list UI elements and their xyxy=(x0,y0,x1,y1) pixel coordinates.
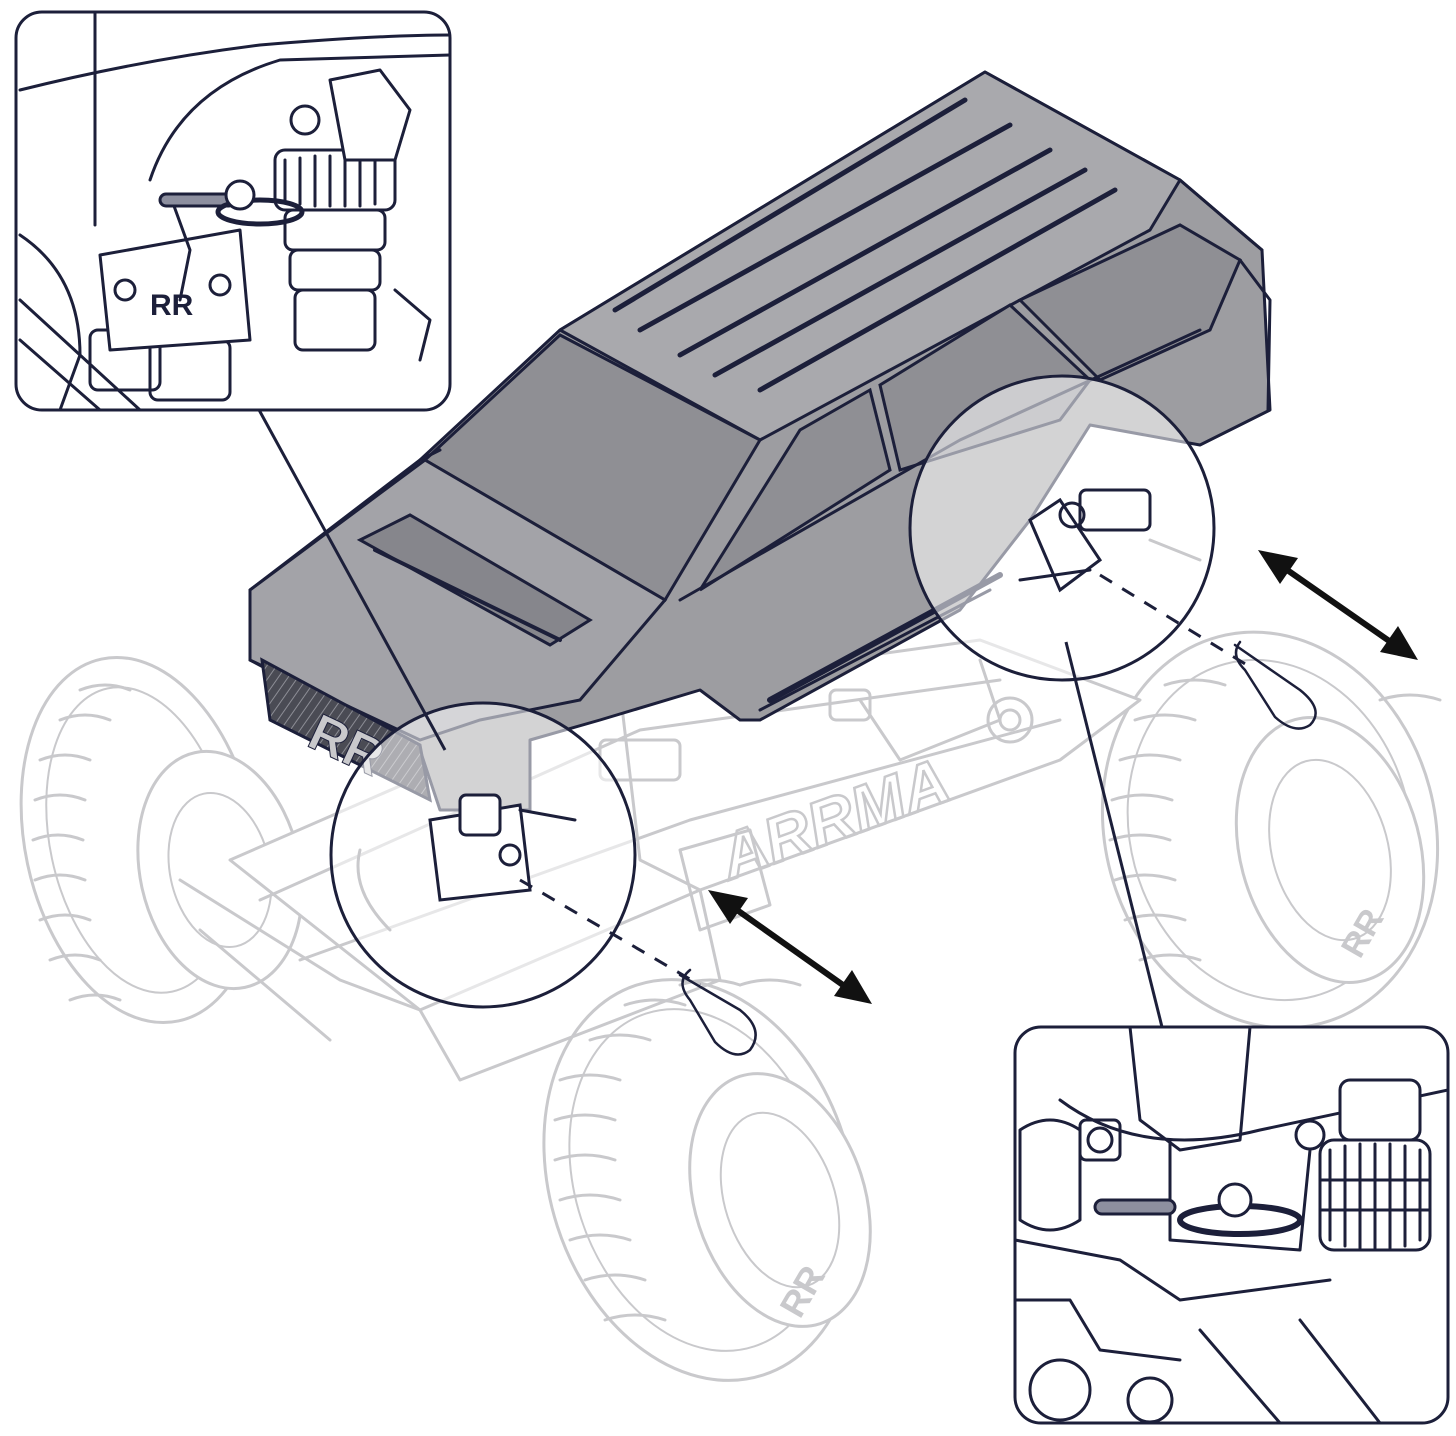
magnifier-rear xyxy=(908,374,1216,682)
body-clip-icon xyxy=(1233,640,1317,730)
front-right-wheel: RR xyxy=(542,978,872,1382)
body-clip-rear xyxy=(1233,640,1317,730)
rear-right-wheel: RR xyxy=(1100,630,1442,1030)
double-arrow-icon xyxy=(708,890,872,1004)
double-arrow-front xyxy=(708,890,872,1004)
rear-post-detail-inset xyxy=(1013,1025,1450,1425)
magnifier-front xyxy=(329,701,637,1009)
double-arrow-icon xyxy=(1258,550,1418,660)
body-clip-icon xyxy=(678,968,757,1056)
double-arrow-rear xyxy=(1258,550,1418,660)
front-post-detail-inset: RR xyxy=(14,10,452,412)
inset-logo: RR xyxy=(150,289,194,322)
body-clip-front xyxy=(678,968,757,1056)
